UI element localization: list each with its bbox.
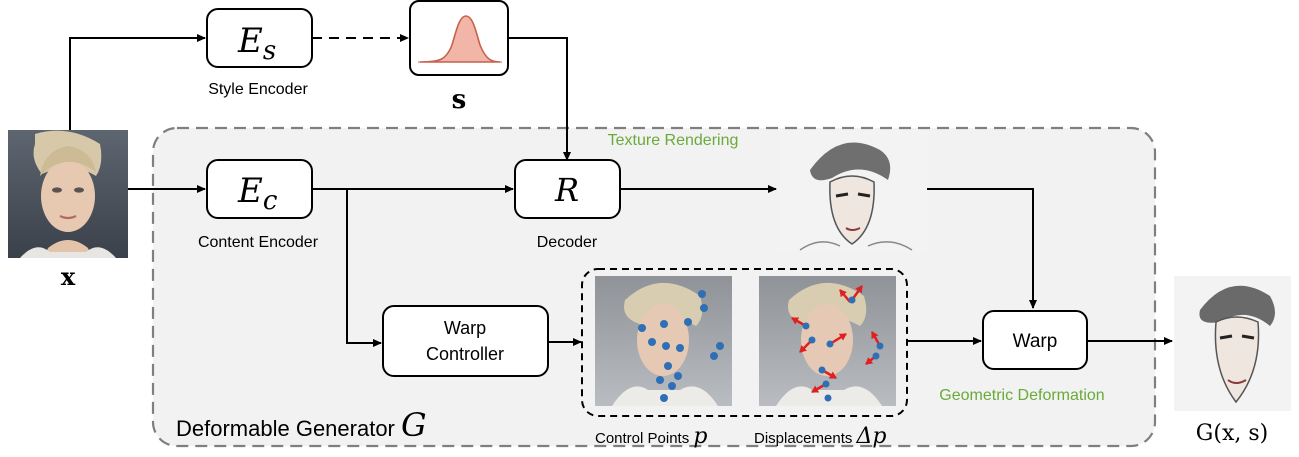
gaussian-curve-icon (418, 15, 502, 63)
control-points (638, 290, 724, 402)
control-point (710, 352, 718, 360)
warp-field-group (581, 268, 908, 417)
control-point (660, 320, 668, 328)
content-encoder-box (206, 159, 313, 219)
geometric-deformation-label: Geometric Deformation (939, 387, 1104, 404)
control-point (662, 342, 670, 350)
warp-box (982, 310, 1088, 370)
generator-label: Deformable Generator G (176, 406, 427, 444)
control-point (684, 318, 692, 326)
sketch-portrait-icon (778, 130, 927, 252)
control-point (716, 342, 724, 350)
style-encoder-caption: Style Encoder (208, 81, 308, 98)
portrait-photo-icon (8, 130, 128, 258)
edge-rendered-to-warp (927, 188, 1037, 309)
decoder-symbol: R (554, 171, 579, 209)
output-label: G(x, s) (1196, 421, 1268, 446)
texture-rendering-label: Texture Rendering (608, 132, 739, 149)
control-point (660, 394, 668, 402)
control-point (676, 344, 684, 352)
displacements-caption: Displacements Δp (754, 424, 887, 449)
control-point (668, 382, 676, 390)
edge-s-to-decoder (509, 37, 571, 161)
style-code-label: s (452, 85, 467, 115)
decoder-caption: Decoder (537, 234, 598, 251)
decoder-box (514, 159, 621, 219)
warp-label: Warp (1013, 331, 1058, 352)
displacement-arrow (839, 289, 851, 303)
control-point (664, 362, 672, 370)
input-label: x (61, 262, 76, 291)
control-points-image (595, 276, 732, 406)
control-point (674, 372, 682, 380)
displacement-points (802, 296, 884, 402)
edge-content-encoder-to-warp-controller (346, 189, 382, 347)
control-point (700, 304, 708, 312)
warp-controller-box (382, 305, 549, 377)
control-point (638, 324, 646, 332)
control-point (656, 376, 664, 384)
style-encoder-box (206, 8, 313, 68)
warp-controller-line2: Controller (426, 344, 504, 364)
caricature-portrait-icon (1174, 276, 1291, 411)
control-point (698, 290, 706, 298)
control-point (648, 338, 656, 346)
control-points-caption: Control Points p (595, 424, 707, 449)
style-encoder-symbol: Es (237, 21, 276, 66)
content-encoder-symbol: Ec (237, 171, 278, 216)
content-encoder-caption: Content Encoder (198, 234, 319, 251)
edge-input-to-style-encoder (69, 34, 206, 130)
warp-controller-line1: Warp (444, 318, 486, 338)
